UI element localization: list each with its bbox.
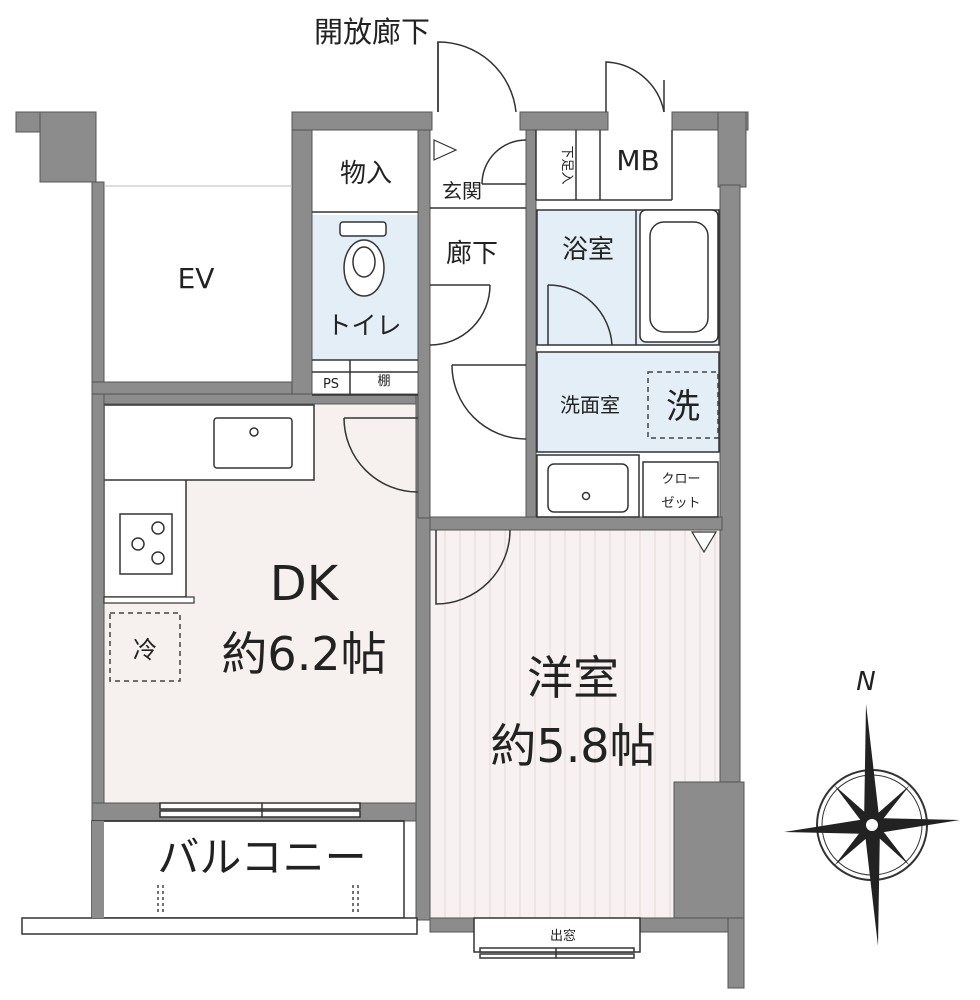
bay-window-label: 出窓 (550, 928, 576, 944)
washbasin (547, 463, 629, 513)
walls (15, 111, 749, 989)
balcony-label: バルコニー (157, 833, 366, 882)
bedroom-floor-stripes (444, 530, 716, 918)
entrance-label: 玄関 (442, 179, 482, 203)
shelf-label: 棚 (377, 374, 390, 389)
dk-name: DK (270, 556, 340, 612)
washer-label: 洗 (666, 387, 700, 427)
washroom-floor (537, 352, 719, 452)
dk-area: 約6.2帖 (221, 627, 386, 681)
mb-label: MB (616, 144, 659, 177)
compass-north-label: N (856, 667, 875, 697)
toilet-label: トイレ (326, 311, 401, 340)
storage-label: 物入 (340, 159, 392, 189)
fridge-label: 冷 (133, 636, 157, 664)
closet-marker (690, 531, 718, 554)
washer-space (647, 371, 719, 439)
doors (343, 41, 665, 605)
compass: N (784, 667, 960, 946)
entrance-step (433, 139, 458, 161)
interior-lines (312, 130, 720, 518)
balcony-window (159, 802, 361, 818)
ev-label: EV (178, 262, 215, 295)
bedroom-name: 洋室 (527, 651, 619, 705)
kitchen-sink (213, 417, 293, 469)
washroom-label: 洗面室 (560, 393, 620, 417)
balcony (21, 820, 418, 935)
bath-label: 浴室 (562, 235, 614, 265)
shoe-box-label: 下足入 (559, 145, 574, 184)
bedroom-area: 約5.8帖 (490, 719, 655, 773)
closet-label-1: クロー (661, 472, 700, 487)
toilet-fixture (339, 221, 387, 297)
closet-label-2: ゼット (661, 496, 700, 511)
bay-window (473, 917, 641, 959)
counter-ledge (103, 596, 195, 604)
fridge-space (109, 612, 181, 682)
hallway-label: 廊下 (446, 239, 498, 269)
ps-label: PS (323, 377, 339, 392)
stove (119, 513, 173, 575)
corridor-label: 開放廊下 (314, 15, 430, 49)
compass-needle-north (864, 704, 880, 825)
bedroom-floor (430, 530, 722, 918)
compass-needle-south (864, 825, 880, 946)
bathtub (639, 209, 719, 343)
